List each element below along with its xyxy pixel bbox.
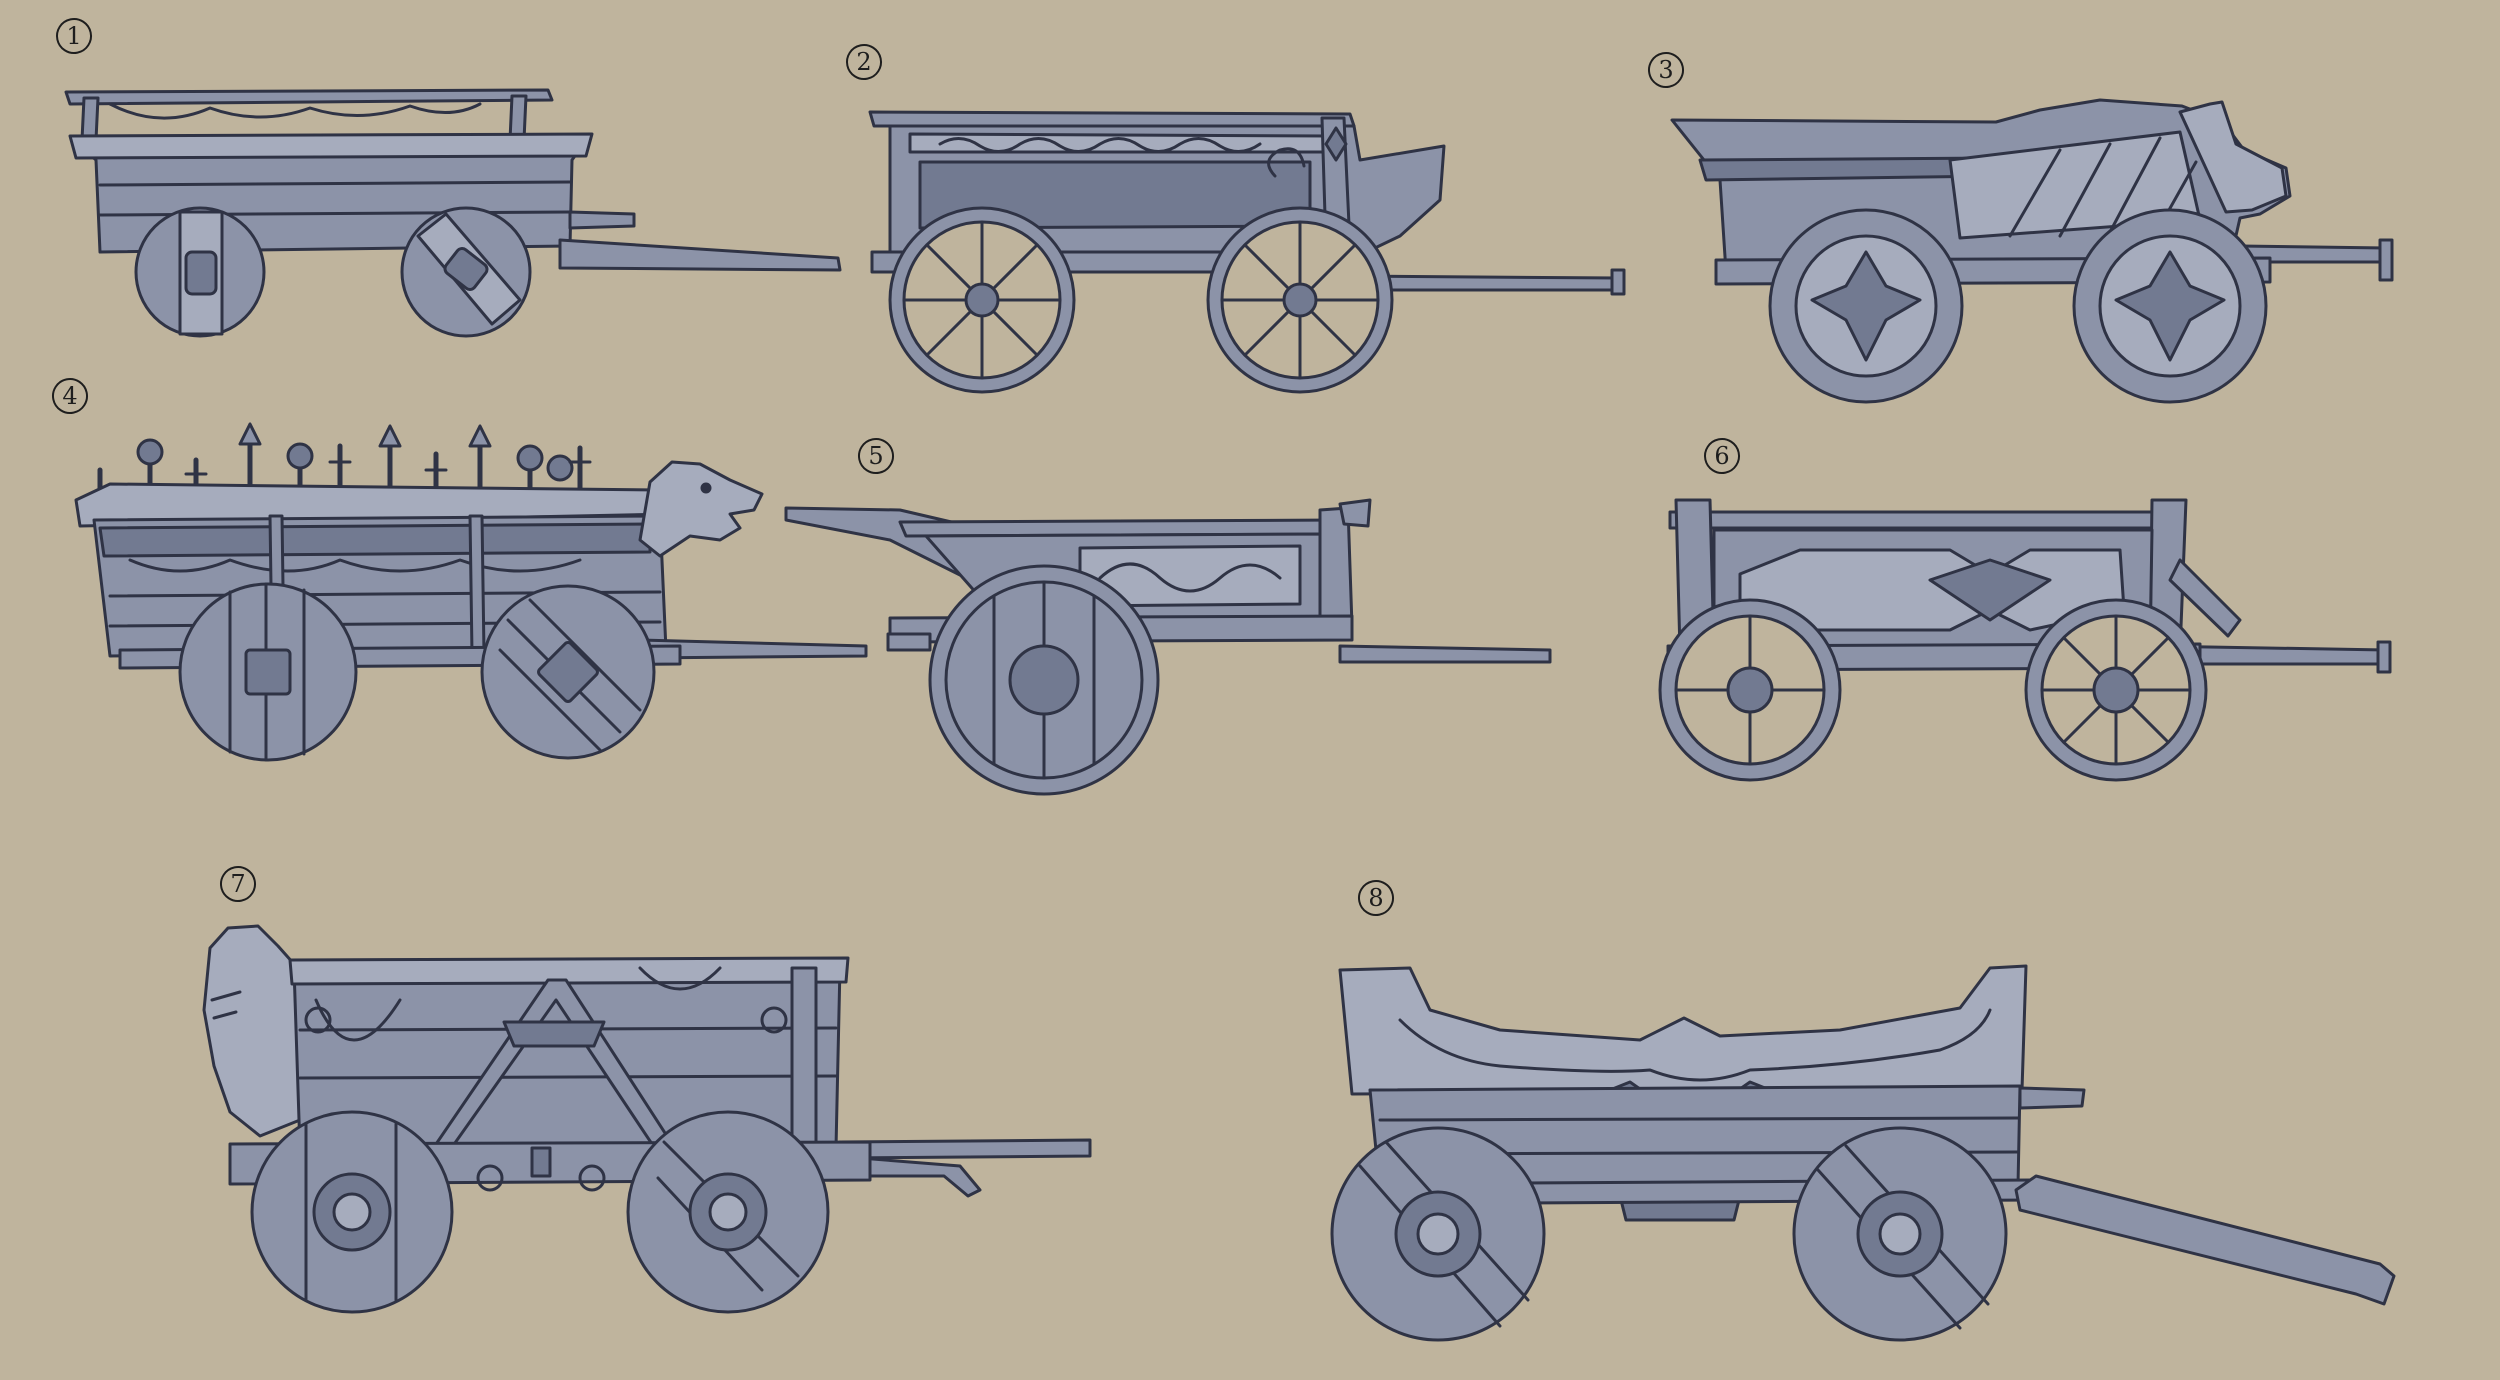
wagon-2 — [868, 110, 1626, 394]
wagon-1-post — [80, 96, 100, 142]
wagon-8 — [1330, 964, 2396, 1342]
label-number: 8 — [1368, 884, 1384, 912]
wagon-7-badge — [502, 1020, 606, 1048]
wagon-3-tongue-hook — [2378, 238, 2394, 282]
wagon-8-side-step — [2018, 1086, 2086, 1110]
wagon-7-ring — [578, 1164, 606, 1192]
wagon-4-wheel-rear — [480, 584, 656, 760]
wagon-8-carving — [1398, 1008, 1992, 1082]
wagon-4-bear-head — [638, 460, 764, 558]
wagon-5-wheel — [928, 564, 1160, 796]
wagon-1-top-board — [68, 132, 594, 160]
wagon-8-wheel-rear — [1792, 1126, 2008, 1342]
wagon-2-carving — [938, 137, 1262, 153]
label-7: 7 — [216, 862, 260, 906]
wagon-5-rear-step — [886, 632, 932, 652]
wagon-4-wheel-front — [178, 582, 358, 762]
wagon-2-top-rail — [868, 110, 1356, 128]
wagon-5-bracket — [1338, 498, 1372, 528]
wagon-1-hub-plate — [184, 250, 218, 296]
label-8: 8 — [1354, 876, 1398, 920]
wagon-4-band — [98, 522, 652, 558]
wagon-7 — [202, 924, 1092, 1314]
wagon-7-plank — [298, 1074, 838, 1080]
label-4: 4 — [48, 374, 92, 418]
wagon-5-carving — [1098, 562, 1282, 593]
label-2: 2 — [842, 40, 886, 84]
wagon-2-wheel-front — [888, 206, 1076, 394]
wagon-6 — [1658, 498, 2392, 782]
label-number: 6 — [1714, 442, 1730, 470]
wagon-3-rib — [2008, 136, 2198, 238]
wagon-3-wheel-front — [1768, 208, 1964, 404]
wagon-4 — [74, 422, 868, 762]
wagon-7-ring — [304, 1006, 332, 1034]
wagon-3-wheel-rear — [2072, 208, 2268, 404]
label-3: 3 — [1644, 48, 1688, 92]
label-number: 5 — [868, 442, 884, 470]
wagon-7-ring — [760, 1006, 788, 1034]
label-number: 2 — [856, 48, 872, 76]
label-5: 5 — [854, 434, 898, 478]
wagon-1-plank — [98, 180, 572, 187]
wagon-6-brace — [2168, 558, 2242, 638]
wagon-6-wheel-rear — [2024, 598, 2208, 782]
wagon-8-tongue — [2014, 1174, 2396, 1306]
wagon-2-wheel-rear — [1206, 206, 1394, 394]
wagon-8-curved-top — [1338, 964, 2028, 1096]
wagon-4-bear-eye — [700, 482, 712, 494]
wagon-7-ring — [476, 1164, 504, 1192]
wagon-7-wheel-rear — [626, 1110, 830, 1314]
wagon-1-rope — [108, 102, 482, 120]
label-1: 1 — [52, 14, 96, 58]
wagon-3-beast-head — [2178, 100, 2288, 214]
wagon-6-tongue-hook — [2376, 640, 2392, 674]
label-6: 6 — [1700, 434, 1744, 478]
wagon-2-scroll — [1267, 147, 1306, 178]
wagon-6-top-rail — [1668, 510, 2182, 530]
wagon-7-dragon-mouth — [210, 990, 242, 1020]
wagon-1-tongue-brace — [568, 210, 636, 230]
wagon-1-top-rail — [64, 88, 554, 106]
wagon-8-wheel-front — [1330, 1126, 1546, 1342]
wagon-4-post — [468, 514, 486, 656]
label-number: 1 — [66, 22, 82, 50]
wagon-5 — [784, 498, 1552, 796]
label-number: 4 — [62, 382, 78, 410]
wagon-7-tongue-arm — [858, 1156, 982, 1198]
wagon-6-wheel-front — [1658, 598, 1842, 782]
wagon-7-chain — [314, 966, 722, 1042]
wagon-7-tongue — [838, 1138, 1092, 1160]
wagon-6-diamond — [1928, 558, 2052, 622]
wagon-2-tongue-hook — [1610, 268, 1626, 296]
wagon-7-wheel-front — [250, 1110, 454, 1314]
wagon-2-diamond — [1324, 126, 1348, 162]
wagon-4-chain — [128, 558, 582, 573]
wagon-1-tongue — [558, 238, 842, 272]
wagon-8-plank — [1378, 1116, 2020, 1122]
label-number: 3 — [1658, 56, 1674, 84]
wagon-7-post — [790, 966, 818, 1152]
wagon-7-dragon-head — [202, 924, 302, 1138]
wagon-7-top-board — [288, 956, 850, 986]
wagon-5-tongue — [1338, 644, 1552, 664]
label-number: 7 — [230, 870, 246, 898]
wagon-1-hub-plate — [443, 247, 489, 291]
wagon-1 — [64, 88, 842, 338]
wagon-3 — [1670, 98, 2394, 404]
wagon-7-plate — [530, 1146, 552, 1178]
